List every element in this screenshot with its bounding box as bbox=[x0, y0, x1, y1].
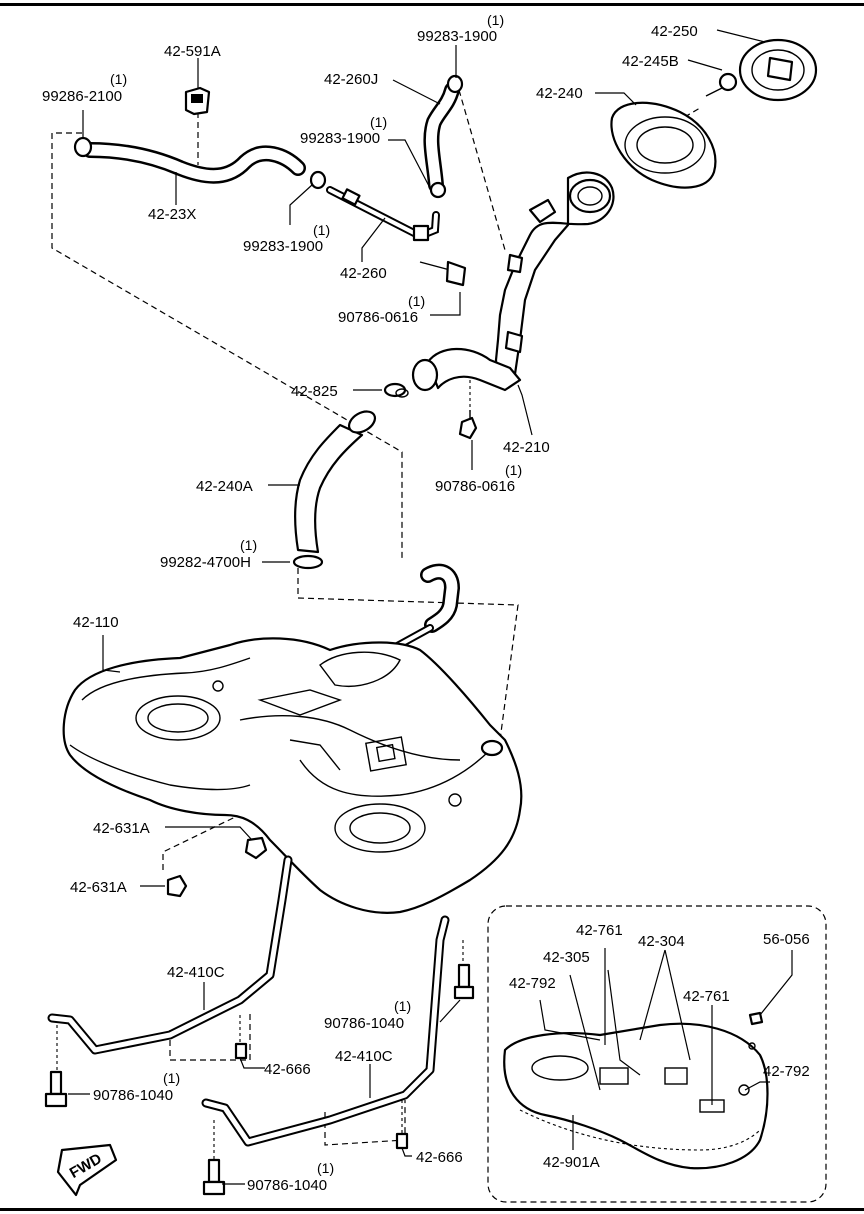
label-90786-0616-b: 90786-0616 bbox=[435, 478, 515, 495]
label-99283-1900-a: 99283-1900 bbox=[417, 28, 497, 45]
label-99282-4700H: 99282-4700H bbox=[160, 554, 251, 571]
label-99283-1900-b: 99283-1900 bbox=[300, 130, 380, 147]
label-42-260: 42-260 bbox=[340, 265, 387, 282]
label-42-250: 42-250 bbox=[651, 23, 698, 40]
hose-42-240A bbox=[292, 410, 377, 570]
label-42-410C-b: 42-410C bbox=[335, 1048, 393, 1065]
fuel-cap-42-250 bbox=[738, 38, 818, 102]
label-42-761-a: 42-761 bbox=[576, 922, 623, 939]
bolt-90786-1040-left bbox=[44, 1070, 68, 1108]
label-42-792-b: 42-792 bbox=[763, 1063, 810, 1080]
vent-hose-tank bbox=[386, 563, 460, 654]
bolt-90786-1040-right-strap bbox=[453, 963, 475, 1000]
label-42-260J: 42-260J bbox=[324, 71, 378, 88]
qty-99283-1900-b: (1) bbox=[370, 114, 387, 130]
part-labels: 42-591A (1) 99286-2100 42-23X (1) 99283-… bbox=[42, 12, 810, 1194]
label-42-666-a: 42-666 bbox=[264, 1061, 311, 1078]
label-42-792-a: 42-792 bbox=[509, 975, 556, 992]
label-42-240A: 42-240A bbox=[196, 478, 253, 495]
hose-42-260J bbox=[423, 74, 464, 199]
qty-90786-1040-b: (1) bbox=[163, 1070, 180, 1086]
clamp-99283-1900-lower bbox=[309, 170, 327, 190]
label-90786-1040-b: 90786-1040 bbox=[93, 1087, 173, 1104]
strap-42-410C-right bbox=[201, 915, 450, 1147]
label-90786-1040-a: 90786-1040 bbox=[324, 1015, 404, 1032]
fwd-arrow-icon: FWD bbox=[56, 1143, 118, 1197]
filler-neck-42-210 bbox=[411, 171, 615, 392]
qty-99283-1900-a: (1) bbox=[487, 12, 504, 28]
filler-box-42-240 bbox=[610, 101, 717, 189]
qty-90786-1040-c: (1) bbox=[317, 1160, 334, 1176]
label-99286-2100: 99286-2100 bbox=[42, 88, 122, 105]
label-42-304: 42-304 bbox=[638, 933, 685, 950]
label-42-210: 42-210 bbox=[503, 439, 550, 456]
bolt-42-245B bbox=[705, 72, 738, 97]
bolt-90786-1040-bottom bbox=[202, 1158, 226, 1196]
label-42-825: 42-825 bbox=[291, 383, 338, 400]
bolt-90786-0616-upper bbox=[419, 260, 467, 287]
label-90786-0616-a: 90786-0616 bbox=[338, 309, 418, 326]
inset-sender-unit bbox=[487, 905, 827, 1203]
leader-lines bbox=[68, 29, 793, 1185]
clip-42-591A bbox=[184, 86, 211, 116]
qty-90786-0616-b: (1) bbox=[505, 462, 522, 478]
pipe-42-260 bbox=[326, 186, 440, 242]
clip-42-666-right bbox=[395, 1132, 409, 1150]
qty-90786-1040-a: (1) bbox=[394, 998, 411, 1014]
label-42-245B: 42-245B bbox=[622, 53, 679, 70]
label-42-631A-a: 42-631A bbox=[93, 820, 150, 837]
label-42-631A-b: 42-631A bbox=[70, 879, 127, 896]
label-42-240: 42-240 bbox=[536, 85, 583, 102]
bolt-90786-0616-lower bbox=[458, 410, 478, 440]
label-90786-1040-c: 90786-1040 bbox=[247, 1177, 327, 1194]
clamp-42-825 bbox=[383, 382, 409, 398]
fuel-tank-42-110 bbox=[62, 637, 523, 914]
label-42-110: 42-110 bbox=[73, 614, 119, 631]
label-42-305: 42-305 bbox=[543, 949, 590, 966]
label-42-666-b: 42-666 bbox=[416, 1149, 463, 1166]
qty-99283-1900-c: (1) bbox=[313, 222, 330, 238]
clip-42-666-left bbox=[234, 1042, 248, 1060]
qty-99286-2100: (1) bbox=[110, 71, 127, 87]
assembly-guide-lines bbox=[51, 89, 701, 1162]
frame-rules bbox=[0, 3, 864, 1211]
label-42-591A: 42-591A bbox=[164, 43, 221, 60]
hose-42-23X bbox=[73, 136, 306, 184]
label-42-410C-a: 42-410C bbox=[167, 964, 225, 981]
qty-99282-4700H: (1) bbox=[240, 537, 257, 553]
label-42-761-b: 42-761 bbox=[683, 988, 730, 1005]
label-42-901A: 42-901A bbox=[543, 1154, 600, 1171]
label-42-23X: 42-23X bbox=[148, 206, 196, 223]
strap-42-410C-left bbox=[47, 855, 293, 1055]
label-99283-1900-c: 99283-1900 bbox=[243, 238, 323, 255]
nut-42-631A-lower bbox=[166, 874, 188, 898]
label-56-056: 56-056 bbox=[763, 931, 810, 948]
qty-90786-0616-a: (1) bbox=[408, 293, 425, 309]
nut-42-631A-upper bbox=[244, 836, 268, 860]
